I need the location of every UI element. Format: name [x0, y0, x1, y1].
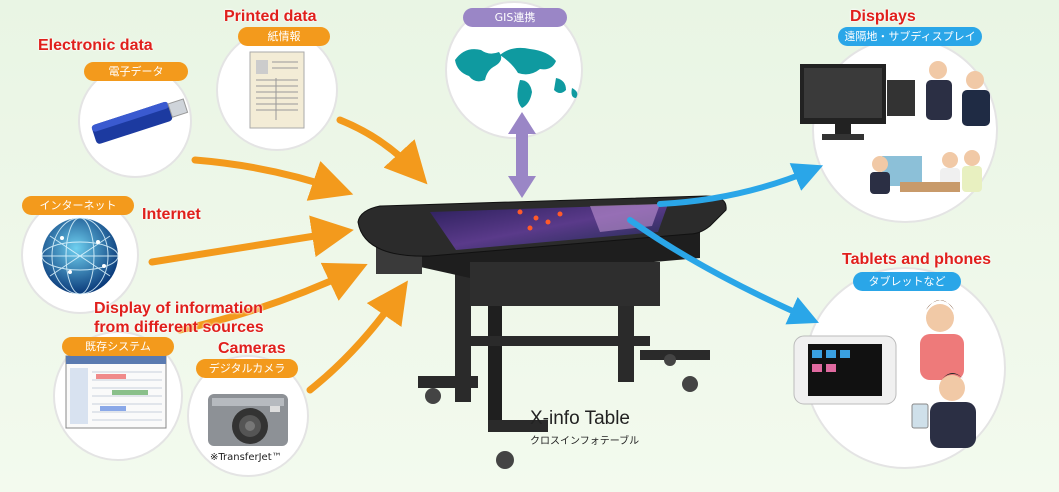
printed-data-tag: 紙情報: [238, 27, 330, 46]
monitor-icon: [800, 64, 886, 140]
arrow-tablets: [627, 217, 819, 325]
electronic-data-tag: 電子データ: [84, 62, 188, 81]
transferjet-note: ※TransferJet™: [210, 452, 282, 463]
electronic-data-title: Electronic data: [38, 37, 153, 54]
display-info-line1: Display of information: [94, 300, 263, 317]
output-arrows: [627, 163, 824, 325]
usb-stick-icon: [91, 98, 189, 144]
tablets-tag: タブレットなど: [853, 272, 961, 291]
arrow-displays: [657, 163, 824, 207]
arrow-existing: [176, 262, 368, 334]
existing-system-tag: 既存システム: [62, 337, 174, 356]
tablet-device-icon: [793, 335, 897, 405]
camera-icon: [208, 394, 288, 446]
xinfo-table-title: X-info Table: [530, 408, 630, 429]
internet-tag: インターネット: [22, 196, 134, 215]
printed-data-title: Printed data: [224, 8, 317, 25]
gis-double-arrow: [508, 112, 536, 198]
cameras-tag: デジタルカメラ: [196, 359, 298, 378]
displays-title: Displays: [850, 8, 916, 25]
globe-icon: [41, 217, 119, 295]
arrow-camera: [306, 280, 408, 394]
arrow-internet: [148, 215, 354, 266]
xinfo-table-icon: [357, 195, 727, 469]
business-people-icon: [911, 300, 976, 448]
world-map-icon: [455, 47, 578, 108]
document-icon: [249, 51, 305, 129]
cameras-title: Cameras: [218, 340, 286, 357]
arrow-electronic: [191, 156, 354, 201]
input-arrows: [148, 116, 428, 394]
displays-tag: 遠隔地・サブディスプレイ: [838, 27, 982, 46]
gis-tag: GIS連携: [463, 8, 567, 27]
display-info-line2: from different sources: [94, 319, 264, 336]
gis-circle: [445, 1, 583, 139]
office-workers-icon: [870, 61, 990, 194]
arrow-printed: [336, 116, 428, 185]
tablets-title: Tablets and phones: [842, 251, 992, 268]
software-window-icon: [65, 355, 167, 429]
xinfo-table-subtitle: クロスインフォテーブル: [530, 436, 640, 447]
internet-title: Internet: [142, 206, 201, 223]
